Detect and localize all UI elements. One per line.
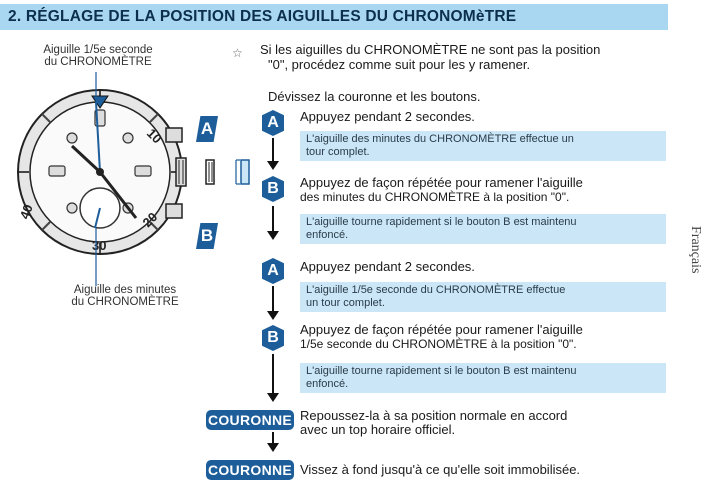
section-title-bar: 2. RÉGLAGE DE LA POSITION DES AIGUILLES … xyxy=(0,4,668,30)
intro-text: Si les aiguilles du CHRONOMÈTRE ne sont … xyxy=(260,42,601,72)
step-1-badge: A xyxy=(262,110,284,136)
bezel-number-40: 40 xyxy=(17,202,36,221)
step-4-arrow-line xyxy=(272,354,274,394)
step-3-arrow-line xyxy=(272,286,274,312)
watch-label-fifth-second: Aiguille 1/5e seconde du CHRONOMÈTRE xyxy=(43,44,153,68)
step-4-arrow-icon xyxy=(267,393,279,402)
watch-button-b-label: B xyxy=(196,223,218,249)
step-2-arrow-line xyxy=(272,206,274,232)
watch-label-minutes: Aiguille des minutes du CHRONOMÈTRE xyxy=(71,284,179,308)
step-4-note: L'aiguille tourne rapidement si le bouto… xyxy=(300,363,666,393)
crown-arrow-line xyxy=(272,432,274,444)
step-3-text: Appuyez pendant 2 secondes. xyxy=(300,259,475,274)
step-2-note: L'aiguille tourne rapidement si le bouto… xyxy=(300,214,666,244)
step-2-text: Appuyez de façon répétée pour ramener l'… xyxy=(300,175,583,205)
crown-badge-2: COURONNE xyxy=(206,460,294,480)
language-label: Français xyxy=(688,226,703,274)
step-1-text: Appuyez pendant 2 secondes. xyxy=(300,109,475,124)
star-icon: ☆ xyxy=(232,46,243,60)
watch-illustration: 10 20 30 40 xyxy=(17,72,250,286)
section-title: 2. RÉGLAGE DE LA POSITION DES AIGUILLES … xyxy=(8,8,517,25)
step-3-note: L'aiguille 1/5e seconde du CHRONOMÈTRE e… xyxy=(300,282,666,312)
crown-arrow-icon xyxy=(267,443,279,452)
crown-badge-1: COURONNE xyxy=(206,410,294,430)
step-3-arrow-icon xyxy=(267,311,279,320)
step-2-badge: B xyxy=(262,176,284,202)
step-3-badge: A xyxy=(262,258,284,284)
step-4-text: Appuyez de façon répétée pour ramener l'… xyxy=(300,322,583,352)
watch-button-a-label: A xyxy=(196,116,218,142)
step-1-arrow-line xyxy=(272,138,274,162)
loosen-instruction: Dévissez la couronne et les boutons. xyxy=(268,89,481,104)
step-4-badge: B xyxy=(262,325,284,351)
crown-step-2-text: Vissez à fond jusqu'à ce qu'elle soit im… xyxy=(300,462,581,477)
crown-step-1-text: Repoussez-la à sa position normale en ac… xyxy=(300,408,568,437)
bezel-number-30: 30 xyxy=(92,238,106,253)
step-1-arrow-icon xyxy=(267,161,279,170)
step-2-arrow-icon xyxy=(267,231,279,240)
step-1-note: L'aiguille des minutes du CHRONOMÈTRE ef… xyxy=(300,131,666,161)
